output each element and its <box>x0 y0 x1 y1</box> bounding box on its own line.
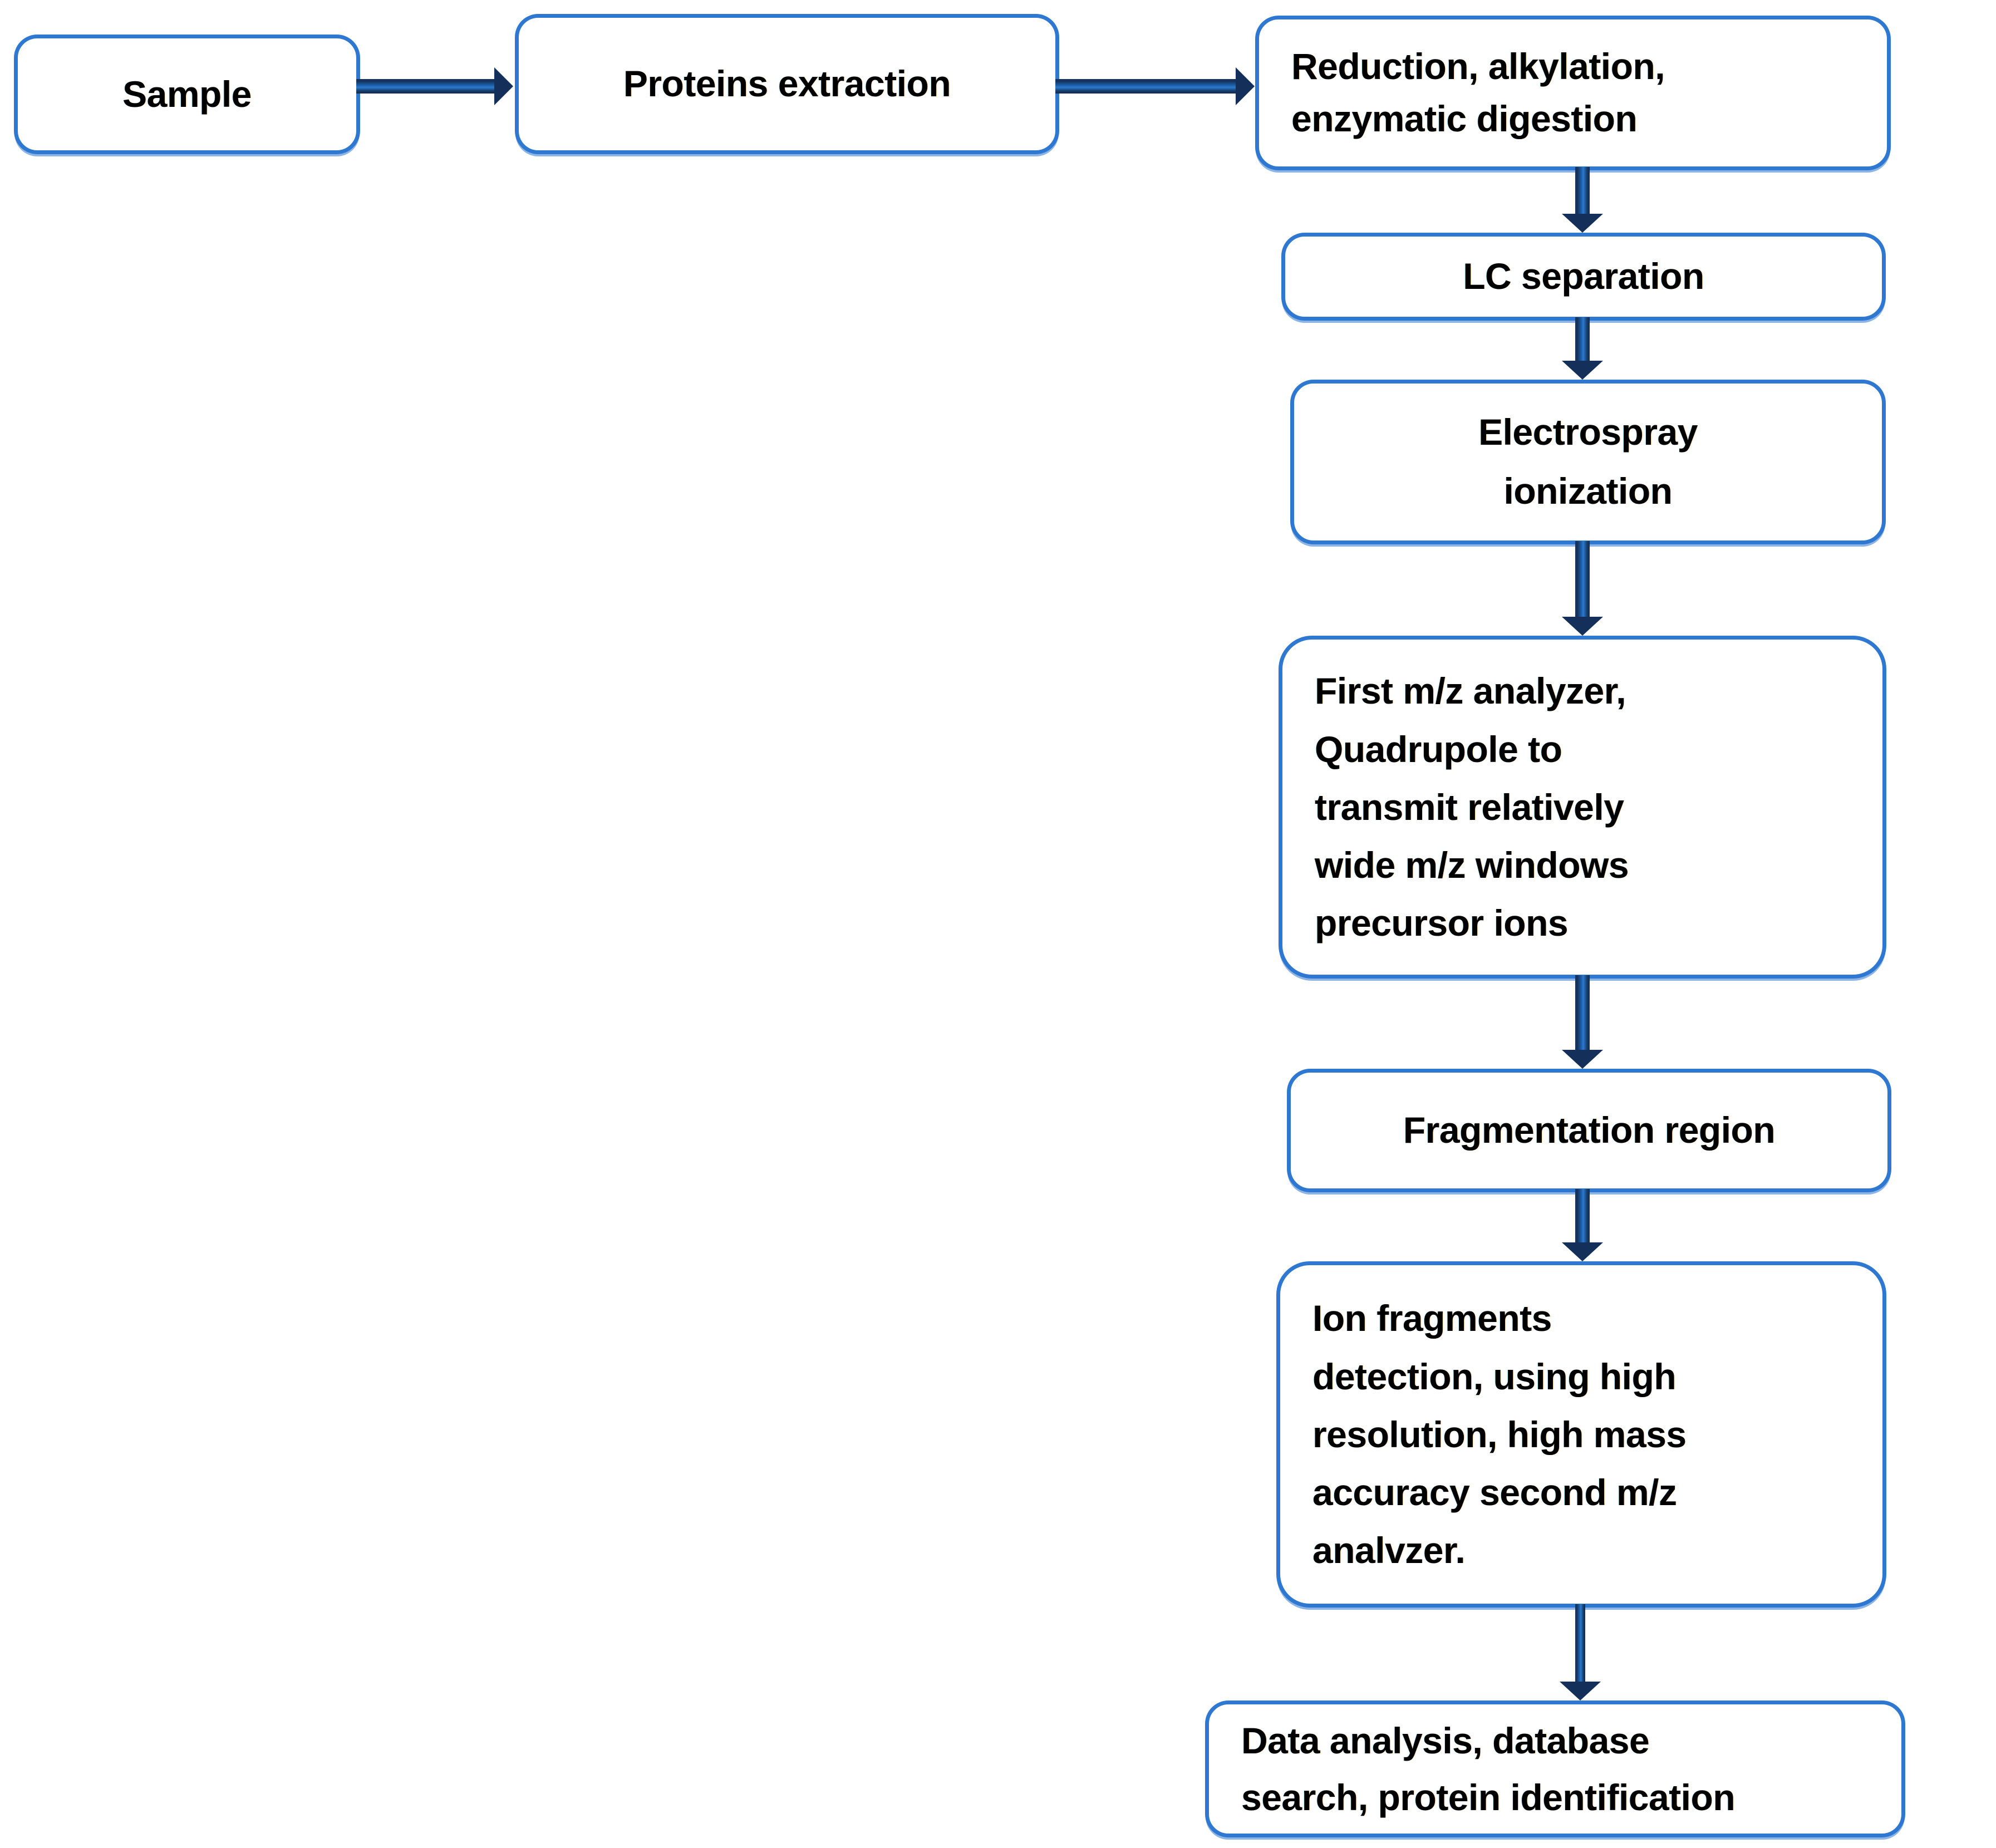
edge-detection-to-data-analysis <box>1560 1604 1601 1700</box>
node-fragmentation-region-label: Fragmentation region <box>1403 1109 1776 1151</box>
node-reduction-alkylation-digestion-label: Reduction, alkylation, enzymatic digesti… <box>1291 46 1665 139</box>
arrow-head-right-icon <box>494 67 513 105</box>
edge-sample-to-extraction <box>356 67 513 105</box>
node-proteins-extraction[interactable]: Proteins extraction <box>515 14 1059 154</box>
node-fragmentation-region[interactable]: Fragmentation region <box>1287 1069 1891 1192</box>
edge-reduction-to-lc <box>1562 167 1603 233</box>
node-ion-fragments-detection-label: Ion fragments detection, using high reso… <box>1312 1297 1687 1571</box>
edge-extraction-to-reduction <box>1055 67 1255 105</box>
node-data-analysis[interactable]: Data analysis, database search, protein … <box>1205 1700 1905 1837</box>
arrow-head-down-icon <box>1562 361 1603 380</box>
node-first-mz-analyzer[interactable]: First m/z analyzer, Quadrupole to transm… <box>1279 636 1886 979</box>
node-lc-separation[interactable]: LC separation <box>1281 233 1886 321</box>
edge-lc-to-esi <box>1562 317 1603 380</box>
arrow-head-right-icon <box>1236 67 1255 105</box>
arrow-head-down-icon <box>1562 617 1603 636</box>
node-sample[interactable]: Sample <box>14 35 360 154</box>
node-data-analysis-label: Data analysis, database search, protein … <box>1241 1719 1736 1818</box>
node-reduction-alkylation-digestion[interactable]: Reduction, alkylation, enzymatic digesti… <box>1255 16 1891 170</box>
node-ion-fragments-detection[interactable]: Ion fragments detection, using high reso… <box>1276 1261 1886 1608</box>
arrow-head-down-icon <box>1562 214 1603 233</box>
node-proteins-extraction-label: Proteins extraction <box>623 63 951 105</box>
arrow-head-down-icon <box>1560 1682 1601 1700</box>
edge-esi-to-first-mz <box>1562 541 1603 636</box>
node-first-mz-analyzer-label: First m/z analyzer, Quadrupole to transm… <box>1315 670 1629 944</box>
arrow-head-down-icon <box>1562 1242 1603 1261</box>
arrow-head-down-icon <box>1562 1050 1603 1069</box>
edge-fragmentation-to-detection <box>1562 1189 1603 1261</box>
node-sample-label: Sample <box>122 73 252 115</box>
edge-first-mz-to-fragmentation <box>1562 975 1603 1069</box>
node-lc-separation-label: LC separation <box>1463 255 1704 297</box>
node-electrospray-ionization[interactable]: Electrospray ionization <box>1290 380 1886 544</box>
node-electrospray-ionization-label: Electrospray ionization <box>1478 411 1698 512</box>
